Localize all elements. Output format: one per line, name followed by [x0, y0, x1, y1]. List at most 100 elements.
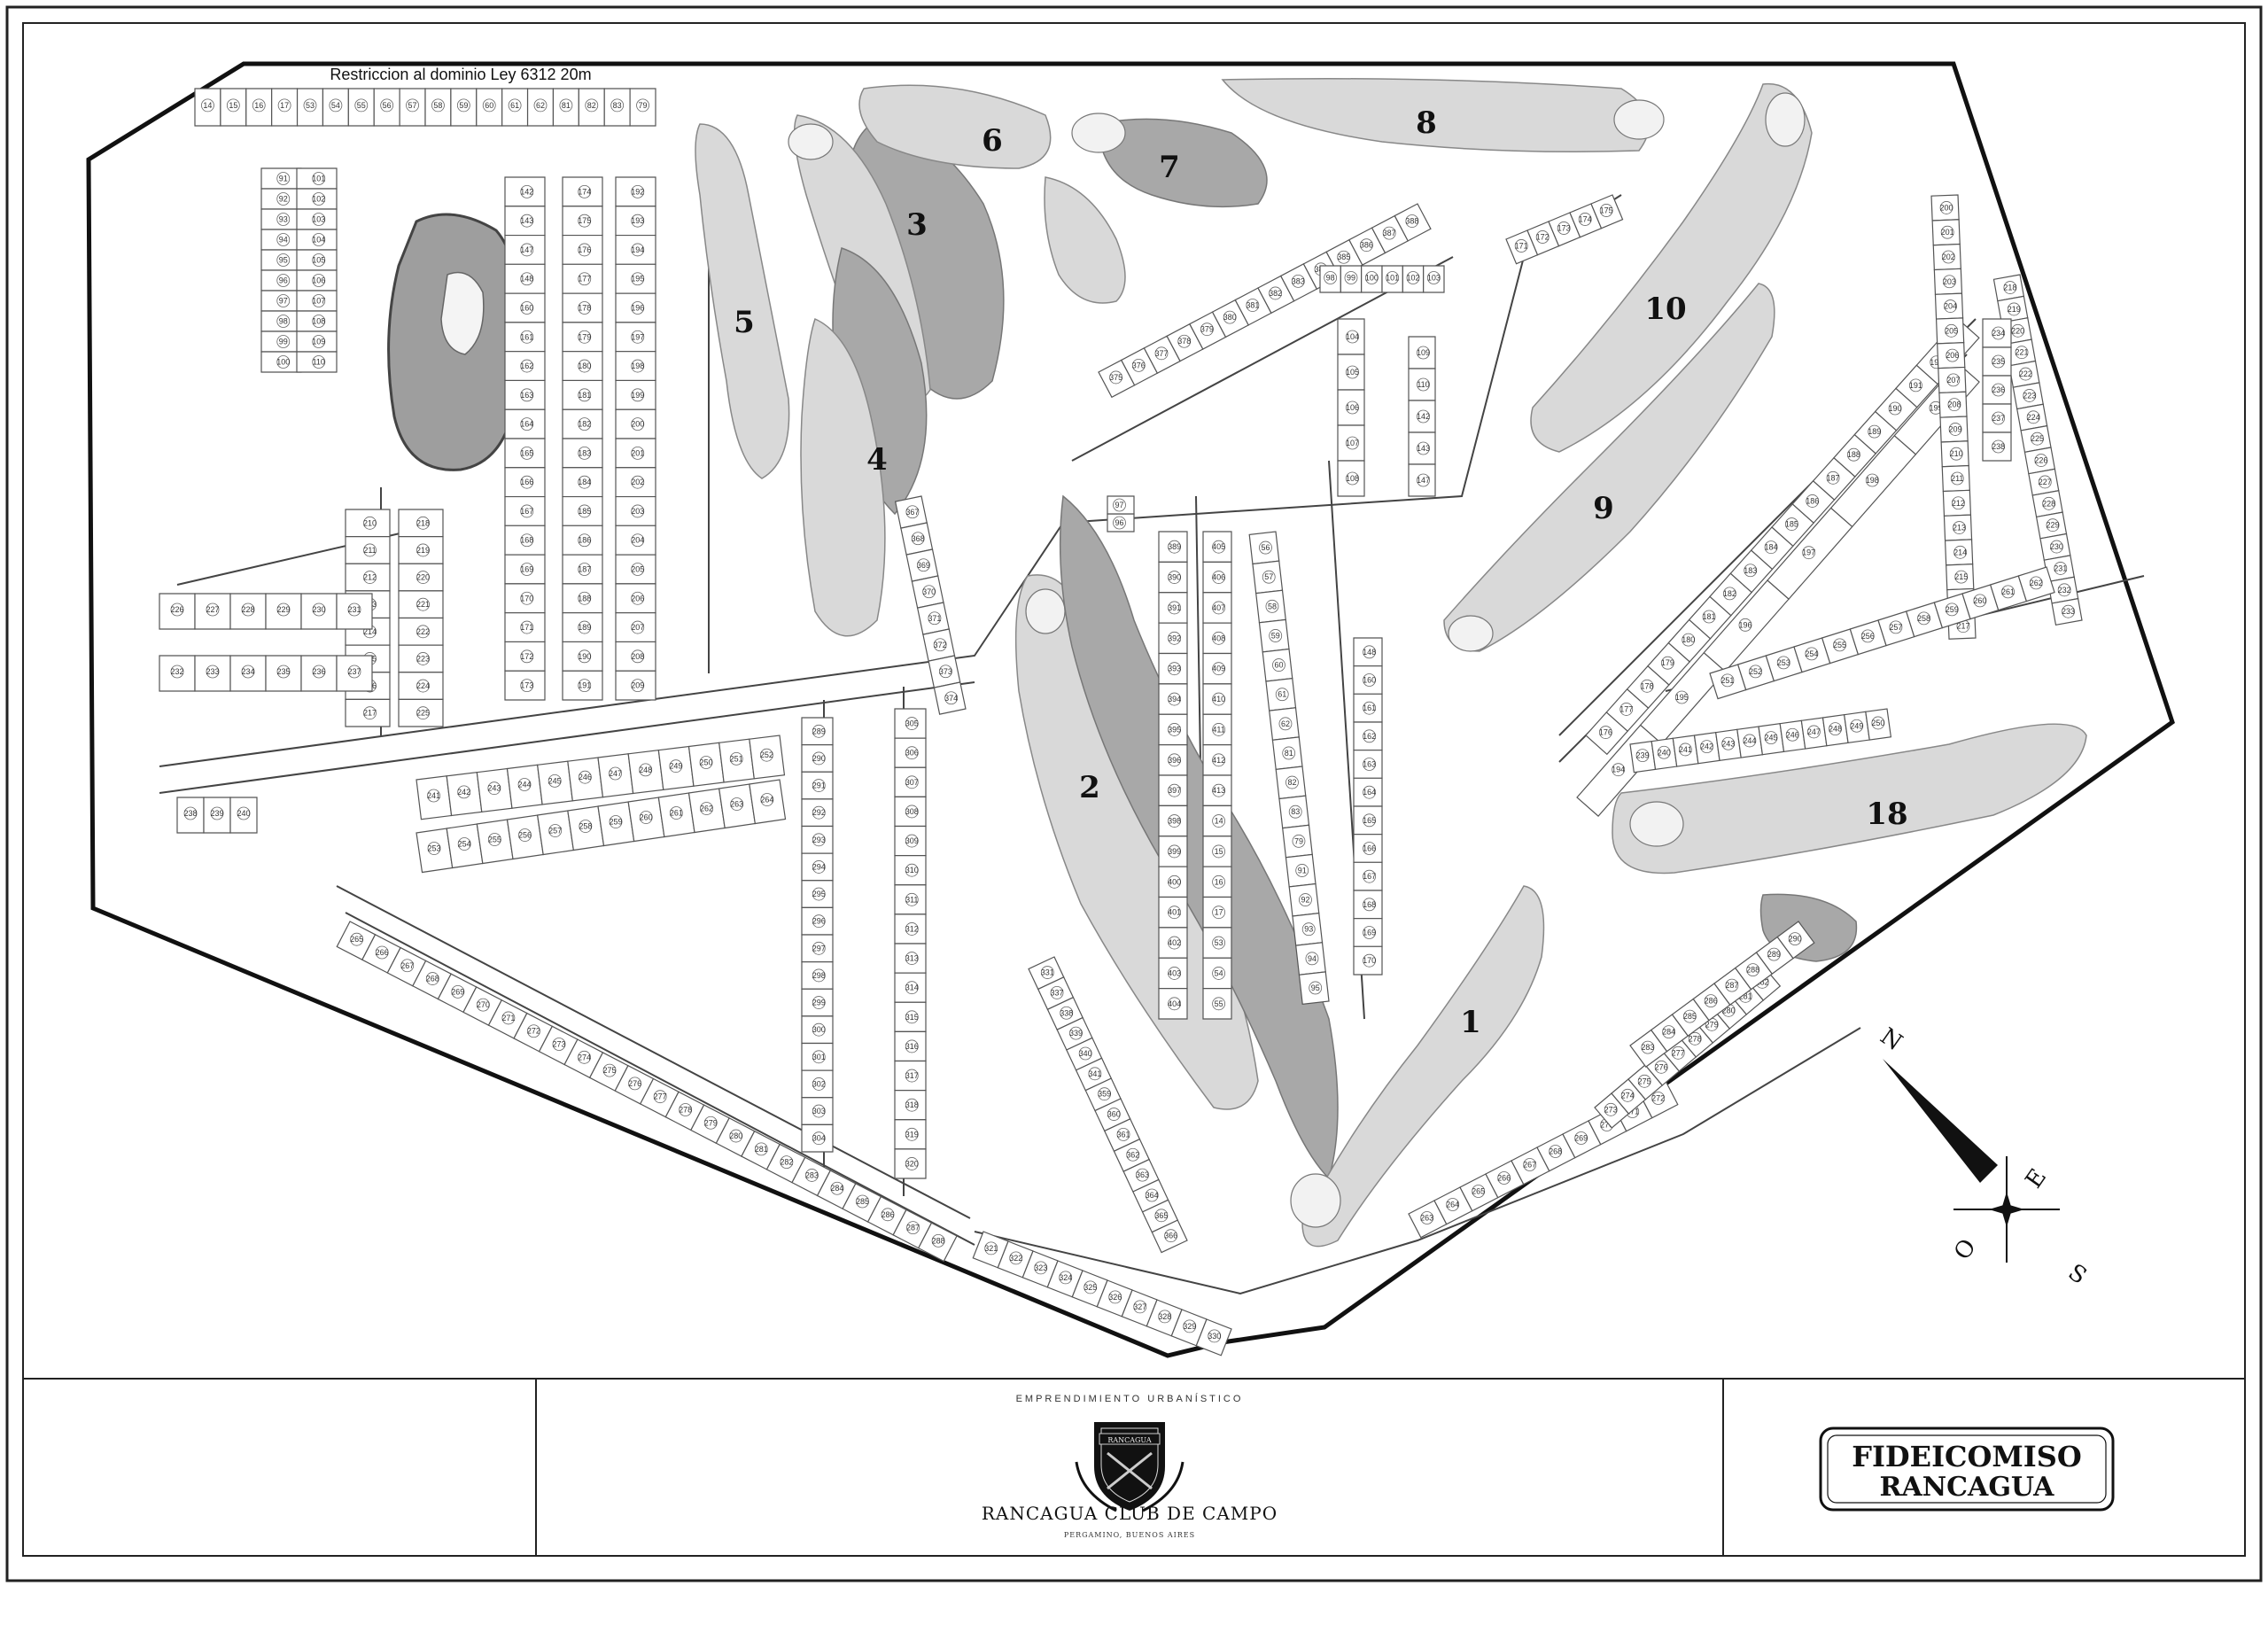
lot-number: 254	[458, 840, 471, 849]
lot-number: 286	[1705, 997, 1718, 1006]
lot-number: 270	[1600, 1120, 1613, 1129]
lot-number-circle	[2046, 518, 2060, 532]
lot-number: 199	[631, 391, 644, 400]
lot-number-circle	[416, 597, 430, 611]
lot-number: 312	[905, 924, 919, 933]
lot-number: 269	[1574, 1133, 1588, 1142]
lot-number-circle	[1346, 436, 1359, 450]
lot-number: 322	[1009, 1254, 1022, 1263]
lot-number: 267	[1523, 1160, 1536, 1169]
lot-number-circle	[1472, 1185, 1486, 1198]
lot-number-circle	[1889, 620, 1903, 634]
lot-number: 319	[905, 1130, 919, 1139]
hole-number-8: 8	[1416, 105, 1437, 141]
title-block: EMPRENDIMIENTO URBANÍSTICO RANCAGUA RANC…	[23, 1378, 2245, 1556]
fideicomiso-line1: FIDEICOMISO	[1852, 1440, 2082, 1473]
lot-number-circle	[1749, 665, 1762, 679]
hole-number-9: 9	[1593, 491, 1614, 526]
lot-number: 230	[312, 605, 325, 614]
lot-number-circle	[1337, 250, 1351, 264]
lot-number: 376	[1132, 361, 1146, 369]
lot-number-circle	[1406, 271, 1420, 284]
lot-number: 15	[1215, 847, 1223, 856]
lot-number: 237	[1992, 414, 2005, 423]
lot-number: 248	[639, 766, 652, 774]
lot-number: 164	[520, 420, 533, 429]
lot-number-circle	[252, 98, 266, 113]
lot-number: 265	[1472, 1186, 1485, 1195]
lot-number: 260	[1973, 596, 1986, 605]
lot-number: 321	[984, 1244, 998, 1253]
lot-number: 242	[457, 788, 470, 797]
compass-east: E	[2021, 1164, 2052, 1193]
lot-number: 278	[679, 1105, 692, 1114]
lot-number-circle	[501, 1011, 516, 1025]
lot-number: 59	[1271, 631, 1280, 640]
lot-number-circle	[1212, 571, 1225, 584]
lot-number-circle	[1363, 701, 1376, 715]
lot-number-circle	[578, 504, 592, 518]
lot-number: 276	[1655, 1062, 1668, 1071]
lot-number: 164	[1363, 788, 1376, 797]
lot-number-circle	[1948, 423, 1962, 436]
lot-number: 182	[1723, 589, 1736, 598]
lot-number: 195	[1675, 693, 1689, 702]
lot-number: 175	[1600, 206, 1613, 214]
lot-number: 324	[1059, 1273, 1072, 1282]
lot-number: 193	[631, 216, 644, 225]
lot-number-circle	[457, 785, 471, 799]
lot-number-circle	[984, 1241, 998, 1255]
lot-number-circle	[1417, 441, 1430, 455]
lot-number-circle	[416, 679, 430, 693]
lot-number: 254	[1805, 649, 1818, 658]
hole-number-4: 4	[866, 442, 888, 478]
lot-number: 283	[805, 1170, 819, 1179]
lot-number-circle	[1301, 922, 1316, 937]
lot-number-circle	[1168, 844, 1181, 859]
lot-number: 365	[1154, 1211, 1168, 1220]
lot-number-circle	[276, 335, 291, 348]
lot-number-circle	[639, 763, 653, 777]
lot-number-circle	[520, 330, 534, 344]
hole-number-2: 2	[1079, 770, 1100, 805]
lot-number: 98	[279, 317, 288, 326]
lot-number-circle	[1702, 610, 1716, 624]
fairways	[695, 78, 2087, 1248]
lot-number: 82	[587, 101, 596, 110]
lot-number-circle	[1947, 398, 1961, 412]
lot-number-circle	[578, 620, 592, 634]
lot-number: 257	[1889, 623, 1902, 632]
lot-number: 236	[312, 667, 325, 676]
lot-number: 62	[536, 101, 545, 110]
lot-number: 17	[1215, 908, 1223, 917]
lot-number-circle	[1145, 1188, 1159, 1202]
lot-number: 104	[1346, 332, 1359, 341]
lot-number-circle	[905, 1127, 919, 1141]
lot-number-circle	[1917, 611, 1930, 626]
lot-number-circle	[170, 602, 184, 617]
lot-number-circle	[628, 1077, 642, 1091]
lot-number: 330	[1208, 1332, 1221, 1341]
lot-number-circle	[312, 253, 326, 267]
lot-number-circle	[1009, 1251, 1023, 1265]
lot-number-circle	[329, 98, 343, 113]
lot-number-circle	[1088, 1067, 1102, 1081]
lot-number: 292	[812, 808, 826, 817]
lot-number-circle	[1674, 690, 1689, 704]
lot-number-circle	[578, 359, 592, 373]
lot-number-circle	[881, 1208, 895, 1222]
lot-number: 237	[347, 667, 361, 676]
lot-number: 239	[210, 809, 223, 818]
lot-number: 277	[654, 1092, 667, 1101]
lot-number-circle	[1084, 1280, 1098, 1294]
lot-number-circle	[520, 475, 534, 489]
lot-number: 318	[905, 1100, 919, 1109]
lot-number: 378	[1177, 337, 1191, 346]
lot-number-circle	[585, 98, 599, 113]
lot-number: 266	[376, 948, 389, 957]
lot-number-circle	[1725, 978, 1739, 992]
lot-number-circle	[578, 679, 592, 693]
lot-number: 289	[1767, 950, 1781, 959]
lot-number-circle	[578, 243, 592, 257]
lot-number-circle	[679, 1103, 693, 1116]
